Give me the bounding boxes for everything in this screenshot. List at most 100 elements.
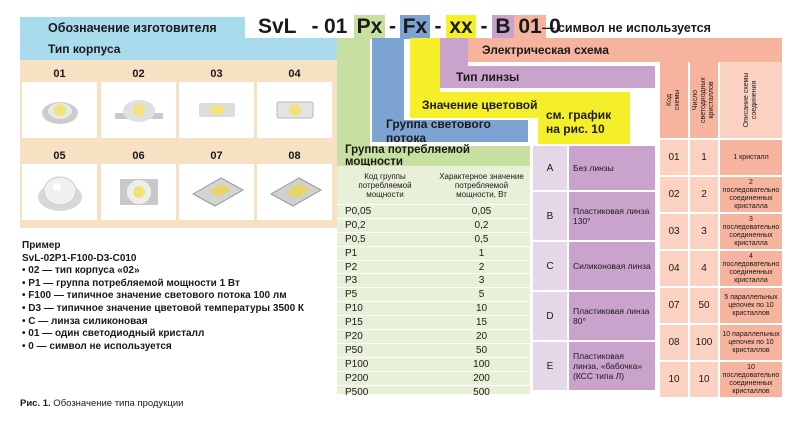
housing-number: 08: [257, 148, 332, 164]
housing-image: [179, 82, 254, 138]
example-line: • D3 — типичное значение цветовой темпер…: [22, 302, 305, 314]
housing-number: 07: [179, 148, 254, 164]
caption-number: Рис. 1.: [20, 398, 51, 409]
power-row: P0,5 0,5: [337, 231, 530, 246]
power-value: 20: [475, 331, 488, 343]
code-part-lens: B: [492, 15, 514, 39]
code-part-scheme: 01: [514, 15, 546, 39]
power-code: P100: [345, 358, 369, 370]
cct-column-strip: [410, 38, 440, 94]
power-value: 0,2: [474, 219, 489, 231]
caption-text: Обозначение типа продукции: [50, 398, 184, 409]
cct-note-line1: см. график: [546, 108, 612, 122]
power-value: 5: [478, 289, 485, 301]
housing-image: [101, 82, 176, 138]
lens-code: A: [533, 146, 567, 190]
housing-number: 02: [101, 66, 176, 82]
power-code: P500: [345, 386, 369, 398]
housing-thumb-08: 08: [257, 148, 332, 220]
scheme-count: 4: [690, 251, 718, 286]
power-value: 100: [473, 358, 490, 370]
lens-desc: Пластиковая линза, «бабочка» (КСС типа Л…: [569, 342, 655, 390]
power-value: 0,5: [474, 233, 489, 245]
scheme-code: 02: [660, 177, 688, 212]
example-line: • С — линза силиконовая: [22, 315, 148, 327]
scheme-code: 10: [660, 362, 688, 397]
power-code: P20: [345, 331, 363, 343]
code-part-power: Px: [354, 15, 385, 39]
scheme-desc: 2 последовательно соединенных кристалла: [720, 177, 782, 212]
code-part-housing: 01: [324, 15, 348, 38]
housing-image: [257, 164, 332, 220]
power-head-value: Характерное значение потребляемой мощнос…: [439, 171, 524, 199]
power-code: P50: [345, 344, 363, 356]
power-code: P15: [345, 317, 363, 329]
housing-thumb-03: 03: [179, 66, 254, 138]
scheme-count: 50: [690, 288, 718, 323]
example-code: SvL-02P1-F100-D3-C010: [22, 252, 137, 264]
manufacturer-bar: [20, 17, 245, 38]
power-value: 1: [478, 247, 485, 259]
scheme-desc: 10 параллельных цепочек по 10 кристаллов: [720, 325, 782, 360]
code-dash: -: [434, 15, 442, 38]
power-value: 3: [478, 275, 485, 287]
housing-number: 04: [257, 66, 332, 82]
housing-thumb-02: 02: [101, 66, 176, 138]
scheme-header-text: Описание схемы соединения: [743, 72, 758, 128]
scheme-desc: 3 последовательно соединенных кристалла: [720, 214, 782, 249]
housing-number: 06: [101, 148, 176, 164]
figure-caption: Рис. 1. Обозначение типа продукции: [20, 398, 183, 409]
example-lines: • 02 — тип корпуса «02»• P1 — группа пот…: [22, 265, 342, 353]
code-dash: -: [311, 15, 319, 38]
scheme-head-code: Код схемы: [660, 62, 688, 138]
example-line: • F100 — типичное значение светового пот…: [22, 290, 287, 302]
power-code: P0,05: [345, 206, 372, 217]
example-line: • 02 — тип корпуса «02»: [22, 265, 140, 277]
housing-thumb-05: 05: [22, 148, 97, 220]
housing-number: 03: [179, 66, 254, 82]
power-row: P100 100: [337, 356, 530, 371]
power-code: P200: [345, 372, 369, 384]
power-value: 15: [475, 317, 488, 329]
code-part-svl: SvL: [258, 15, 297, 38]
housing-thumb-01: 01: [22, 66, 97, 138]
lens-desc: Силиконовая линза: [569, 242, 655, 290]
housing-image: [257, 82, 332, 138]
power-value: 10: [475, 303, 488, 315]
power-column-strip: [337, 38, 370, 146]
lens-desc: Без линзы: [569, 146, 655, 190]
example-block: Пример SvL-02P1-F100-D3-C010 • 02 — тип …: [22, 240, 342, 353]
scheme-header-text: Число светодиодных кристаллов: [692, 77, 716, 123]
housing-thumb-04: 04: [257, 66, 332, 138]
scheme-desc: 4 последовательно соединенных кристалла: [720, 251, 782, 286]
power-code: P0,5: [345, 233, 366, 245]
housing-image: [179, 164, 254, 220]
power-group-bar: Группа потребляемой мощности: [337, 144, 530, 168]
scheme-desc: 5 параллельных цепочек по 10 кристаллов: [720, 288, 782, 323]
scheme-column-bar: [560, 38, 630, 46]
lens-code: B: [533, 192, 567, 240]
power-code: P10: [345, 303, 363, 315]
housing-thumb-06: 06: [101, 148, 176, 220]
lens-column-strip: [440, 38, 468, 68]
scheme-code: 03: [660, 214, 688, 249]
scheme-count: 100: [690, 325, 718, 360]
unused-symbol-label: — символ не используется: [542, 20, 711, 35]
scheme-desc: 10 последовательно соединенных кристалло…: [720, 362, 782, 397]
